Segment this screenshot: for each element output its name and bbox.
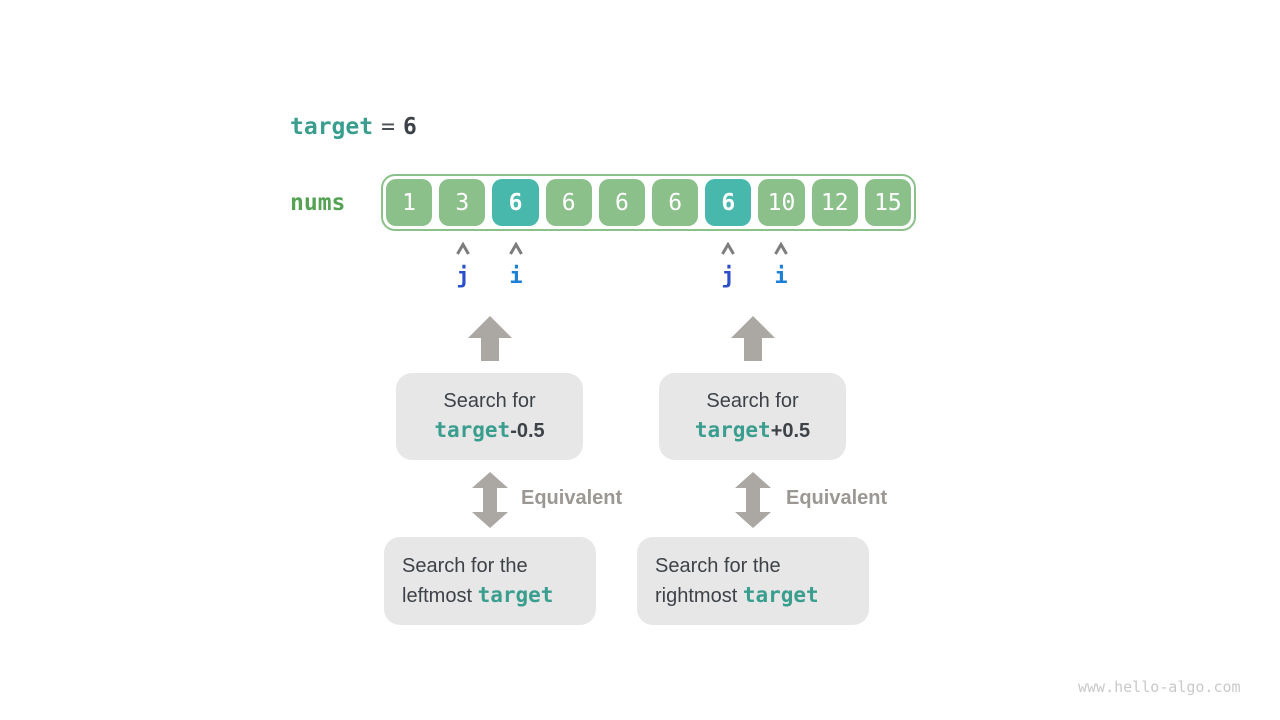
result-box-left: Search for the leftmost target [384, 537, 596, 625]
result-box-line1: Search for the [655, 554, 781, 577]
target-code: target [742, 582, 819, 607]
pointer-marker: i [769, 242, 793, 289]
pointer-marker: i [504, 242, 528, 289]
target-value: 6 [402, 114, 417, 140]
caret-up-icon [509, 242, 523, 255]
search-box-line1: Search for [706, 390, 799, 412]
arrow-up-icon [731, 316, 775, 361]
search-box-left: Search for target-0.5 [396, 373, 583, 460]
equivalent-label: Equivalent [786, 487, 888, 509]
target-keyword: target [290, 114, 374, 140]
result-box-line2: rightmost target [655, 581, 869, 611]
array-cell: 6 [492, 179, 539, 226]
double-arrow-icon [472, 472, 508, 528]
array-cell: 6 [652, 179, 699, 226]
caret-up-icon [774, 242, 788, 255]
result-prefix: rightmost [655, 584, 743, 607]
result-prefix: leftmost [402, 584, 478, 607]
result-box-line2: leftmost target [402, 581, 596, 611]
array-cell: 6 [705, 179, 752, 226]
array-cell: 6 [545, 179, 592, 226]
array-cell: 15 [864, 179, 912, 226]
pointer-marker: j [451, 242, 475, 289]
target-code: target [434, 418, 511, 442]
offset-suffix: -0.5 [510, 420, 545, 442]
target-code: target [477, 582, 554, 607]
equivalent-label: Equivalent [521, 487, 623, 509]
nums-label: nums [290, 190, 346, 216]
caret-up-icon [721, 242, 735, 255]
search-box-line2: target+0.5 [695, 416, 810, 446]
search-box-right: Search for target+0.5 [659, 373, 846, 460]
result-box-right: Search for the rightmost target [637, 537, 869, 625]
target-expression: target = 6 [290, 114, 417, 140]
nums-array: 1 3 6 6 6 6 6 10 12 15 [381, 174, 916, 231]
array-cell: 3 [439, 179, 486, 226]
pointer-label: j [456, 264, 470, 289]
pointer-label: i [509, 264, 523, 289]
array-cell: 6 [598, 179, 646, 226]
pointer-marker: j [716, 242, 740, 289]
double-arrow-icon [735, 472, 771, 528]
array-cell: 1 [386, 179, 433, 226]
array-cell: 10 [758, 179, 805, 226]
watermark: www.hello-algo.com [1078, 678, 1241, 696]
result-box-line1: Search for the [402, 554, 528, 577]
caret-up-icon [456, 242, 470, 255]
search-box-line1: Search for [443, 390, 536, 412]
arrow-up-icon [468, 316, 512, 361]
pointer-label: i [774, 264, 788, 289]
equals-sign: = [381, 114, 395, 140]
offset-suffix: +0.5 [770, 420, 811, 442]
pointer-label: j [721, 264, 735, 289]
array-cell: 12 [811, 179, 858, 226]
target-code: target [694, 418, 771, 442]
search-box-line2: target-0.5 [434, 416, 544, 446]
